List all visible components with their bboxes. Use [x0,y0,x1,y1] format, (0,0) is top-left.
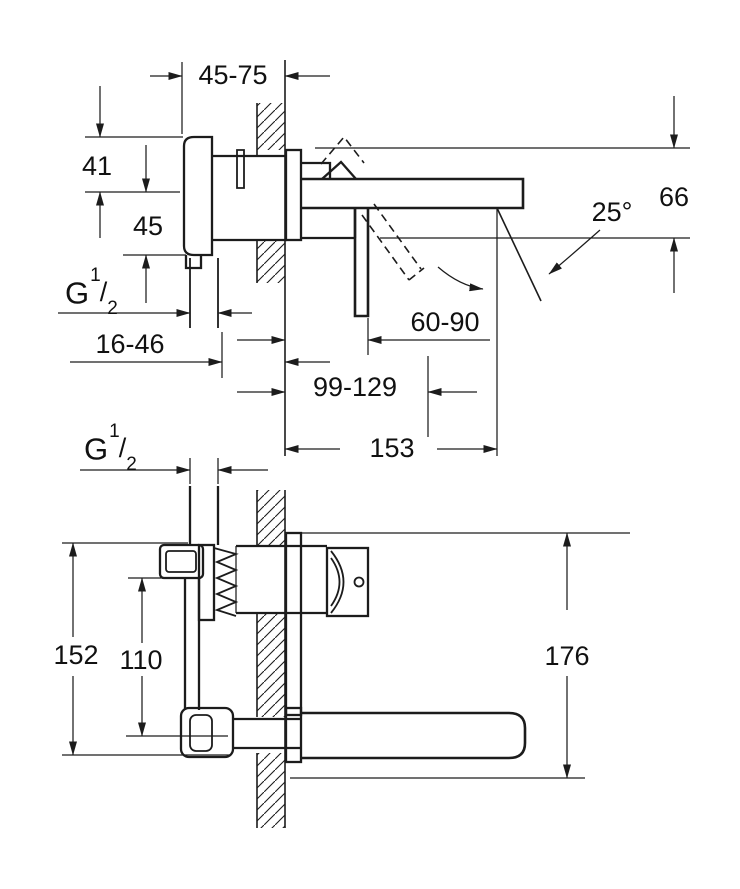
dim-label-153: 153 [366,433,418,463]
spout-escutcheon-plan [284,706,303,764]
body-bar [183,578,201,710]
dim-label-99-129: 99-129 [309,372,401,402]
wall-hatch-top-lower [257,240,285,283]
thread-denominator: 2 [126,453,137,475]
body-cylinder [212,154,287,242]
outlet-elbow [179,706,235,759]
handle-swung-position-dashed [361,203,425,281]
escutcheon-plate [284,148,303,242]
thread-size-label-bottom: G1/2 [84,421,137,478]
outlet-elbow-inner [189,714,213,752]
wall-hatch-bottom-lower [257,753,285,828]
dim-label-25deg: 25° [591,197,633,227]
cartridge-dome [321,160,357,180]
wall-hatch-bottom-upper [257,490,285,545]
cartridge-housing [236,544,327,615]
wall-hatch-bottom-middle [257,613,285,717]
supply-elbow-inner [165,550,197,573]
wall-hatch-top-upper [257,103,285,150]
thread-numerator: 1 [90,265,101,286]
spout-plan [301,711,527,760]
swing-direction-arc [437,266,484,292]
thread-slash: / [118,433,127,464]
dim-label-110: 110 [119,645,163,675]
swing-angled-line [496,207,542,302]
body-flange [182,135,214,257]
outlet-pipe [233,717,301,750]
escutcheon-plate-plan [284,531,303,717]
mounting-flange-ribs [213,547,239,617]
dim-label-16-46: 16-46 [95,329,165,359]
dim-label-45-75: 45-75 [198,60,268,90]
dim-label-176: 176 [544,641,590,671]
handle-hub-plan [325,546,370,618]
thread-denominator: 2 [107,297,118,319]
body-inlet-stub [184,255,203,270]
handle-raised-position-dashed [320,135,365,165]
dim-label-45: 45 [132,211,164,241]
angle-leader-arc [548,229,601,275]
spout [301,177,525,210]
thread-slash: / [99,277,108,308]
handle-screw-hole [353,576,365,588]
mounting-flange [197,543,216,622]
ext-line-g12-bottom [189,458,219,484]
dim-label-66: 66 [658,182,690,212]
dim-label-152: 152 [53,640,99,670]
body-rear-flange [236,149,245,189]
thread-size-label-top: G1/2 [65,265,118,322]
dim-label-60-90: 60-90 [410,307,480,337]
thread-prefix: G [65,275,90,311]
thread-prefix: G [84,431,109,467]
valve-top-edge [301,161,332,179]
handle-lever [353,208,370,318]
handle-dome-arc [330,550,345,614]
handle-hub [301,208,357,240]
dim-label-41: 41 [81,151,113,181]
thread-numerator: 1 [109,421,120,442]
supply-pipe [188,486,220,545]
